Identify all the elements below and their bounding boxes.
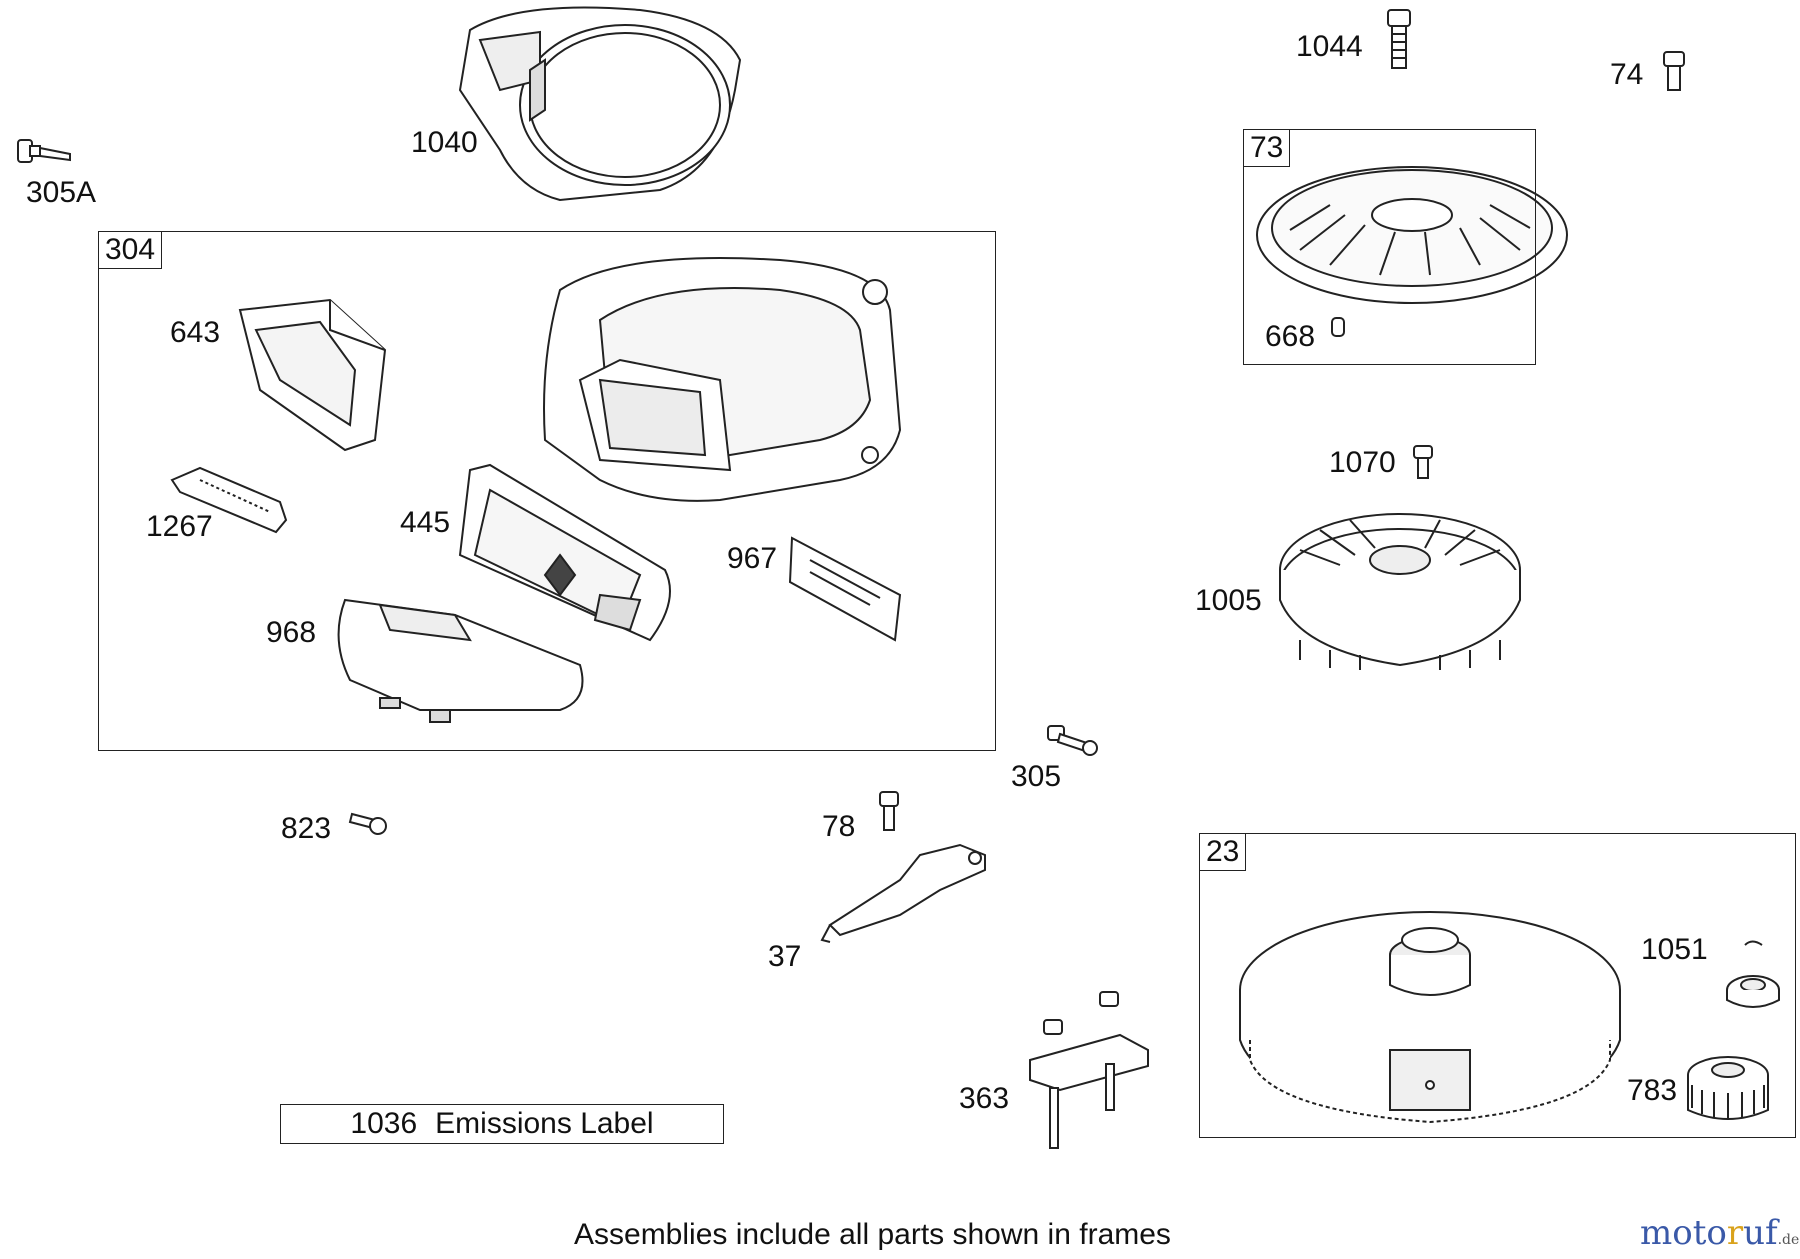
bolt-1044-icon [1388, 10, 1410, 68]
bolt-1070-icon [1414, 446, 1432, 478]
blower-housing-cover-icon [460, 8, 740, 201]
callout-445: 445 [400, 506, 451, 539]
watermark-logo: motoruf.de [1640, 1216, 1799, 1257]
frame-assembly-73: 73 [1243, 129, 1536, 365]
air-guide-643-icon [240, 300, 385, 450]
footer-note: Assemblies include all parts shown in fr… [574, 1218, 1171, 1251]
callout-78: 78 [822, 810, 856, 843]
callout-1070: 1070 [1329, 446, 1396, 479]
spring-clip-1267-icon [172, 468, 286, 532]
watermark-part3: uf [1743, 1213, 1778, 1253]
callout-1267: 1267 [146, 510, 213, 543]
frame-label-23: 23 [1200, 834, 1247, 871]
bracket-37-icon [822, 845, 985, 942]
callout-37: 37 [768, 940, 802, 973]
washer-1051-icon [1727, 976, 1779, 1007]
emissions-label-number: 1036 [350, 1107, 418, 1140]
decal-967-icon [790, 538, 900, 640]
watermark-part1: moto [1640, 1213, 1727, 1253]
callout-823: 823 [281, 812, 332, 845]
callout-305: 305 [1011, 760, 1062, 793]
callout-968: 968 [266, 616, 317, 649]
gear-783-icon [1688, 1057, 1768, 1120]
callout-1005: 1005 [1195, 584, 1262, 617]
callout-643: 643 [170, 316, 221, 349]
callout-363: 363 [959, 1082, 1010, 1115]
air-cleaner-cover-445-icon [460, 465, 670, 640]
frame-assembly-304: 304 [98, 231, 996, 751]
callout-668: 668 [1265, 320, 1316, 353]
cooling-fan-1005-icon [1280, 514, 1520, 670]
flywheel-23-icon [1240, 912, 1620, 1122]
bolt-74-icon [1664, 52, 1684, 90]
frame-label-304: 304 [99, 232, 163, 269]
frame-label-73: 73 [1244, 130, 1291, 167]
air-filter-cover-968-icon [339, 600, 583, 722]
rotating-screen-73-icon [1257, 167, 1567, 336]
watermark-part2: r [1726, 1213, 1744, 1253]
callout-783: 783 [1627, 1074, 1678, 1107]
callout-74: 74 [1610, 58, 1644, 91]
callout-1051: 1051 [1641, 933, 1708, 966]
emissions-label-text: Emissions Label [435, 1107, 654, 1140]
key-1051-icon [1745, 942, 1762, 946]
callout-305a: 305A [26, 176, 97, 209]
callout-1040: 1040 [411, 126, 478, 159]
bracket-363-icon [1030, 992, 1148, 1148]
watermark-suffix: .de [1777, 1232, 1800, 1248]
blower-housing-shroud-icon [544, 258, 900, 501]
bolt-823-icon [350, 814, 386, 834]
bolt-78-icon [880, 792, 898, 830]
bolt-305a-icon [18, 140, 70, 162]
callout-967: 967 [727, 542, 778, 575]
bolt-305-icon [1048, 726, 1097, 755]
callout-1044: 1044 [1296, 30, 1363, 63]
emissions-label-box: 1036 Emissions Label [280, 1104, 724, 1144]
frame-assembly-23: 23 [1199, 833, 1796, 1138]
